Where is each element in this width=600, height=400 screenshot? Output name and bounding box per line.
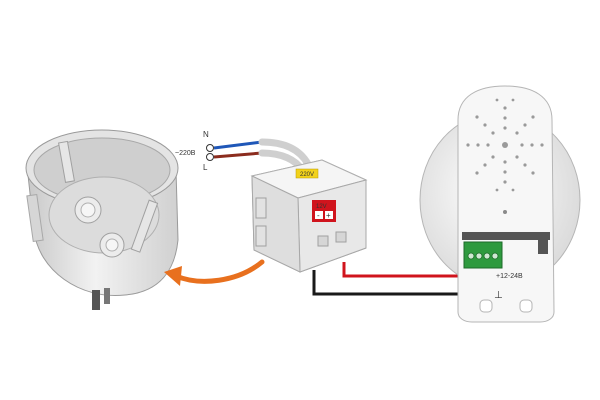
insert-arrow: [164, 259, 265, 286]
neutral-terminal: [206, 144, 214, 152]
mains-wires: N ~220В L: [175, 130, 312, 174]
input-voltage-badge: [295, 168, 319, 179]
speaker-grille: [466, 98, 544, 192]
input-voltage-text: 220V: [300, 172, 314, 178]
voltage-label: ~220В: [175, 150, 196, 157]
power-supply: 220V 12V - +: [250, 159, 368, 273]
terminal-voltage-label: +12-24В: [496, 273, 523, 280]
device: +12-24В ⊥: [419, 85, 581, 323]
mounting-box: [25, 129, 179, 310]
plus-symbol: +: [326, 211, 331, 220]
phase-label: L: [203, 163, 208, 172]
neutral-label: N: [203, 130, 209, 139]
minus-symbol: -: [317, 211, 320, 220]
phase-terminal: [206, 153, 214, 161]
ground-symbol: ⊥: [494, 290, 503, 301]
output-voltage-text: 12V: [316, 204, 327, 210]
